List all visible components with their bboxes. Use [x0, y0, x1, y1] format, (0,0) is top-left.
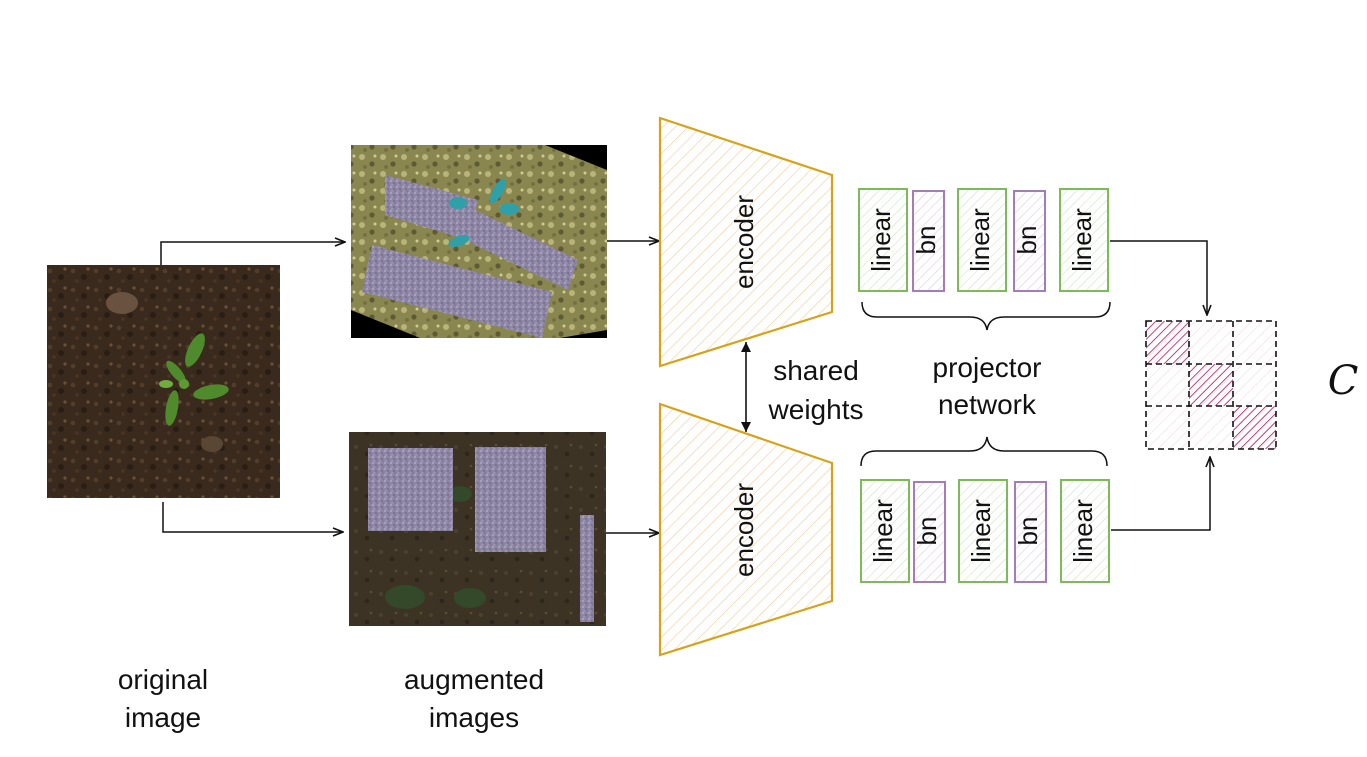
linear-layer [858, 188, 908, 292]
bn-layer [912, 190, 945, 292]
original-image [47, 265, 280, 498]
augmented-image-bottom [349, 432, 606, 626]
bn-layer-label: bn [912, 517, 942, 546]
projector-network-label-line2: network [938, 389, 1037, 420]
linear-layer-label: linear [1067, 208, 1097, 272]
linear-layer [957, 188, 1007, 292]
correlation-matrix [1145, 320, 1277, 450]
linear-layer-label: linear [966, 499, 996, 563]
arrow-original-to-bottom [162, 502, 343, 532]
projector-brace-bottom [860, 436, 1108, 467]
arrow-projector-bottom-to-matrix [1111, 457, 1210, 531]
original-image-label-line2: image [125, 702, 201, 733]
bn-layer-label: bn [911, 226, 941, 255]
projector-bottom: linear bn linear bn linear [860, 479, 1110, 583]
arrow-original-to-top [160, 242, 345, 265]
encoder-bottom: encoder [658, 402, 834, 657]
bn-layer-label: bn [1012, 226, 1042, 255]
augmented-images-label-line2: images [429, 702, 519, 733]
linear-layer [860, 479, 910, 583]
linear-layer-label: linear [868, 499, 898, 563]
matrix-diagonal-cell [1233, 406, 1276, 449]
encoder-bottom-label: encoder [729, 483, 759, 577]
bn-layer [1014, 481, 1047, 583]
original-image-label-line1: original [118, 664, 208, 695]
projector-top: linear bn linear bn linear [858, 188, 1109, 292]
linear-layer-label: linear [866, 208, 896, 272]
augmented-images-label-line1: augmented [404, 664, 544, 695]
matrix-symbol: C [1328, 358, 1359, 404]
matrix-diagonal-cell [1189, 364, 1233, 406]
linear-layer [1059, 188, 1109, 292]
matrix-diagonal-cell [1146, 321, 1189, 364]
bn-layer [1013, 190, 1046, 292]
linear-layer-label: linear [1068, 499, 1098, 563]
encoder-top: encoder [658, 116, 834, 368]
shared-weights-label-line1: shared [773, 355, 859, 386]
bn-layer-label: bn [1013, 517, 1043, 546]
linear-layer [1060, 479, 1110, 583]
arrow-projector-top-to-matrix [1110, 240, 1207, 315]
linear-layer-label: linear [965, 208, 995, 272]
plant-icon [448, 178, 519, 248]
projector-network-label-line1: projector [933, 352, 1042, 383]
shared-weights-label-line2: weights [768, 394, 864, 425]
bn-layer [913, 481, 946, 583]
encoder-top-label: encoder [729, 195, 759, 289]
projector-brace-top [861, 301, 1111, 331]
augmented-image-top [351, 145, 607, 338]
plant-icon [159, 333, 229, 426]
linear-layer [958, 479, 1008, 583]
